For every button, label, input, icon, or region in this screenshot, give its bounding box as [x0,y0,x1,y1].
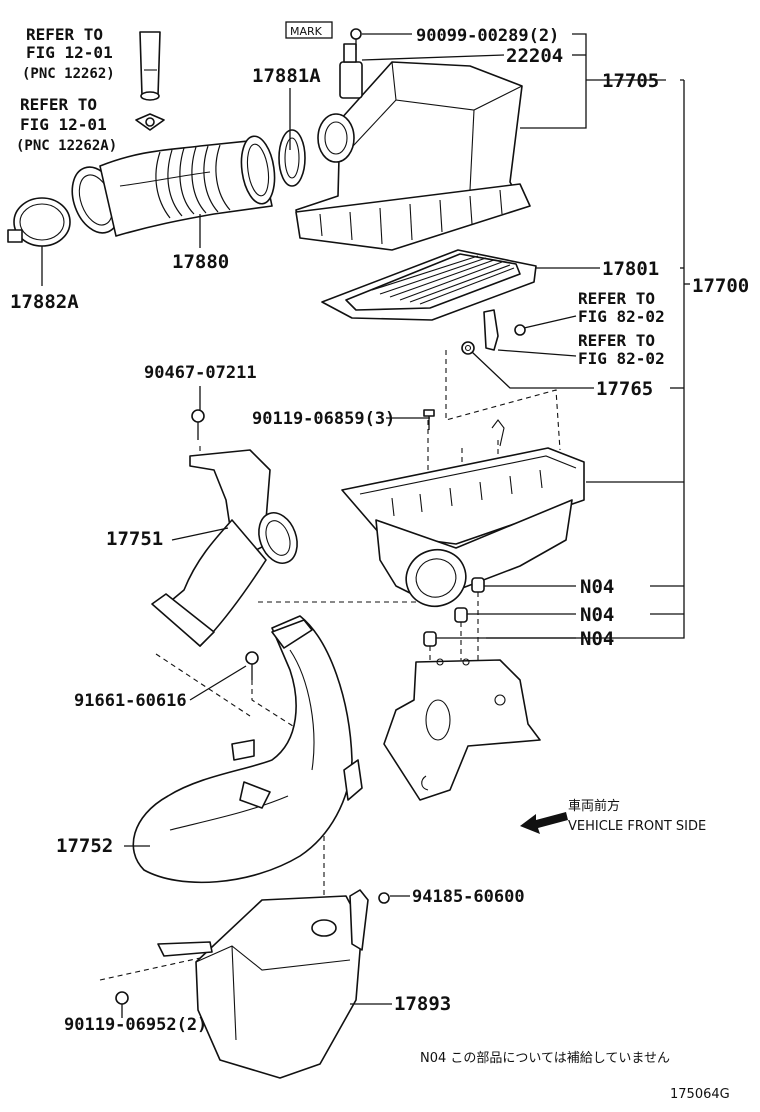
mark-label: MARK [290,25,323,38]
cushion-n04-a-illustration [471,577,485,593]
refer-4-line1: REFER TO [578,331,655,350]
label-90119-06952[interactable]: 90119-06952(2) [64,1015,207,1035]
air-cleaner-bracket-illustration [383,658,541,801]
label-n04-a[interactable]: N04 [580,576,614,598]
refer-1-line2: FIG 12-01 [26,43,113,62]
label-17700[interactable]: 17700 [692,275,749,297]
cushion-n04-b-illustration [454,607,468,623]
bolt-90119-06859-illustration [423,409,435,430]
label-n04-b[interactable]: N04 [580,604,614,626]
label-17765[interactable]: 17765 [596,378,653,400]
mark-box [285,21,333,39]
label-17751[interactable]: 17751 [106,528,163,550]
label-17705[interactable]: 17705 [602,70,659,92]
refer-2-line3: (PNC 12262A) [16,138,117,154]
label-90099[interactable]: 90099-00289(2) [416,26,559,46]
dashed-guide-case-top [445,350,561,451]
label-17881A[interactable]: 17881A [252,65,321,87]
refer-4-line2: FIG 82-02 [578,349,665,368]
refer-1-line1: REFER TO [26,25,103,44]
bracket-refer-82-02-illustration [483,309,526,351]
label-17752[interactable]: 17752 [56,835,113,857]
air-cleaner-case-illustration [341,419,585,608]
leader-lines [41,33,690,1018]
vehicle-front-arrow-icon [520,812,568,834]
label-94185[interactable]: 94185-60600 [412,887,525,907]
air-filter-17801-illustration [321,249,537,321]
clip-illustration [135,113,165,131]
label-17801[interactable]: 17801 [602,258,659,280]
refer-3-line2: FIG 82-02 [578,307,665,326]
inlet-17751-illustration [151,409,298,647]
refer-1-line3: (PNC 12262) [22,66,115,82]
grommet-17765-illustration [461,341,475,355]
dashed-guide-90119-06952 [99,957,201,981]
screw-91661-illustration [245,651,259,680]
label-22204[interactable]: 22204 [506,45,563,67]
air-cleaner-cap-17705-illustration [295,43,531,251]
footnote-n04: N04 この部品については補給していません [420,1051,670,1066]
label-91661[interactable]: 91661-60616 [74,691,187,711]
vehicle-front-en: VEHICLE FRONT SIDE [568,819,706,834]
cushion-n04-c-illustration [423,631,437,647]
label-17880[interactable]: 17880 [172,251,229,273]
gasket-17881A-illustration [278,129,306,187]
refer-2-line1: REFER TO [20,95,97,114]
label-n04-c[interactable]: N04 [580,628,614,650]
intake-duct-17880-illustration [71,135,276,237]
clamp-17882A-illustration [7,197,71,247]
figure-id: 175064G [670,1087,730,1102]
screw-90099-illustration [350,28,362,50]
dashed-guide-91661 [251,680,297,729]
resonator-17893-illustration [157,889,390,1079]
inlet-duct-17752-illustration [132,615,363,884]
refer-3-line1: REFER TO [578,289,655,308]
dashed-guide-n04 [429,592,479,668]
label-17882A[interactable]: 17882A [10,291,79,313]
dashed-guide-17751 [155,446,420,717]
screw-90119-06952-illustration [115,991,129,1005]
refer-2-line2: FIG 12-01 [20,115,107,134]
label-90467[interactable]: 90467-07211 [144,363,257,383]
hose-stub-illustration [139,31,161,101]
vehicle-front-jp: 車両前方 [568,798,620,814]
label-17893[interactable]: 17893 [394,993,451,1015]
label-90119-06859[interactable]: 90119-06859(3) [252,409,395,429]
